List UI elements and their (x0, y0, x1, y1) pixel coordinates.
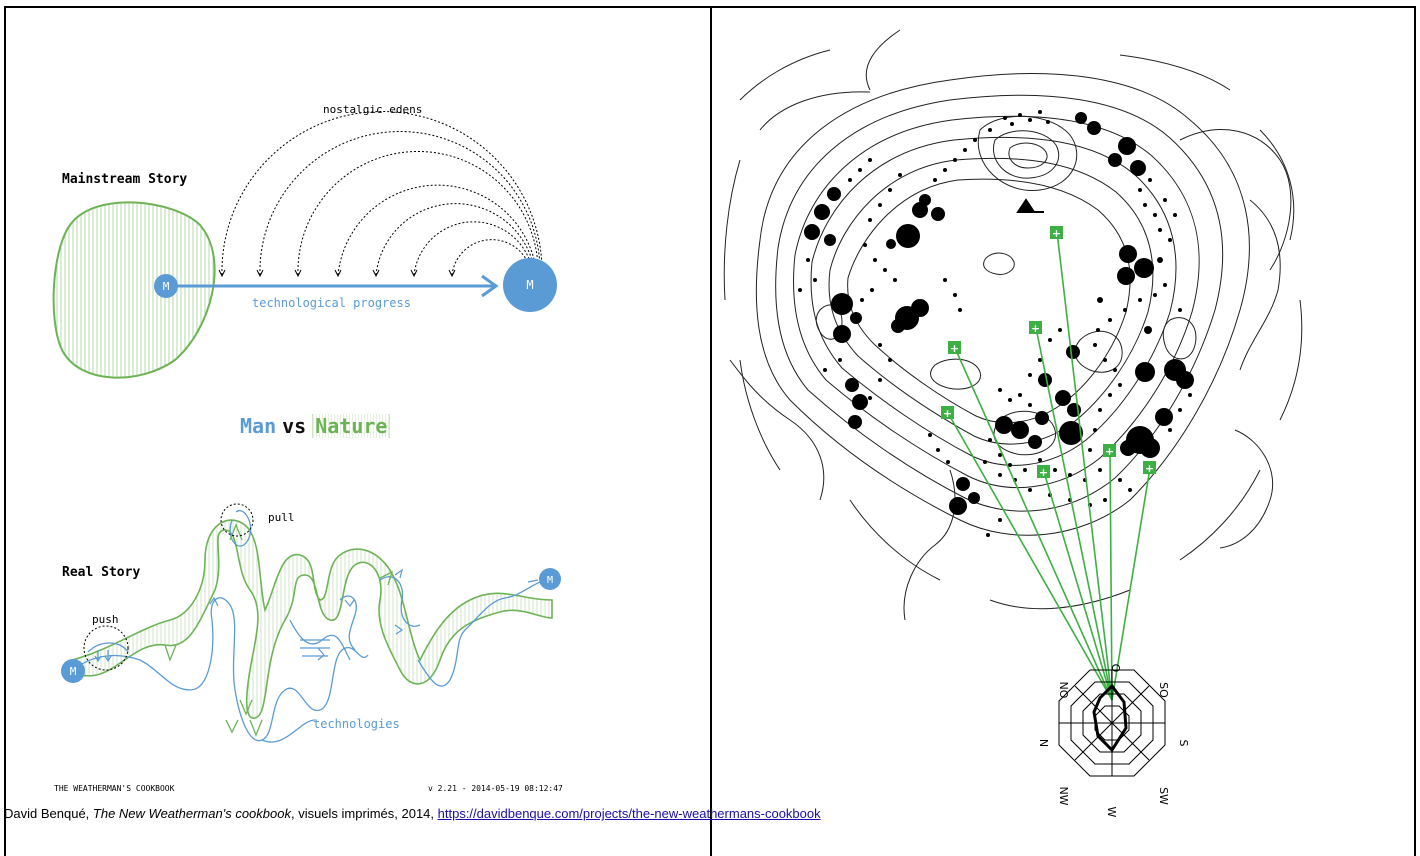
nature-river (71, 519, 553, 719)
push-arrows (94, 650, 112, 663)
pull-circle (220, 503, 254, 537)
footer-version: v 2.21 - 2014-05-19 08:12:47 (428, 784, 563, 793)
technology-arrows (209, 568, 404, 661)
technology-paths (71, 509, 546, 743)
caption-title: The New Weatherman's cookbook (92, 806, 291, 821)
nostalgic-edens-label: nostalgic edens (323, 103, 423, 116)
headline-vs: vs (282, 414, 307, 438)
nature-blob (52, 201, 216, 379)
man-vs-nature-diagram: M M M M (52, 111, 561, 743)
footer-title: THE WEATHERMAN'S COOKBOOK (54, 784, 175, 793)
arc-arrowheads (218, 269, 456, 278)
technologies-label: technologies (313, 717, 400, 731)
push-circle (83, 625, 129, 671)
headline-man: Man (240, 414, 277, 438)
headline-nature: Nature (312, 414, 391, 438)
technological-progress-label: technological progress (252, 296, 411, 310)
right-panel (710, 6, 1416, 856)
left-panel (4, 6, 710, 856)
push-label: push (92, 613, 119, 626)
pull-arrows (164, 523, 394, 737)
progress-arrowhead (481, 274, 499, 298)
man-node-start (154, 274, 178, 298)
real-man-start (61, 659, 85, 683)
nostalgic-eden-arcs (221, 111, 543, 276)
pull-label: pull (268, 511, 295, 524)
man-node-start-label: M (163, 280, 170, 293)
real-man-end (539, 568, 561, 590)
figure-caption: David Benqué, The New Weatherman's cookb… (4, 806, 821, 821)
real-man-end-label: M (547, 575, 553, 586)
real-story-title: Real Story (62, 565, 141, 580)
man-node-end (503, 258, 557, 312)
man-node-end-label: M (526, 278, 533, 292)
mainstream-story-title: Mainstream Story (62, 172, 188, 187)
caption-author: David Benqué, (4, 806, 93, 821)
real-man-start-label: M (70, 665, 77, 678)
caption-link[interactable]: https://davidbenque.com/projects/the-new… (437, 806, 821, 821)
caption-details: , visuels imprimés, 2014, (290, 806, 438, 821)
